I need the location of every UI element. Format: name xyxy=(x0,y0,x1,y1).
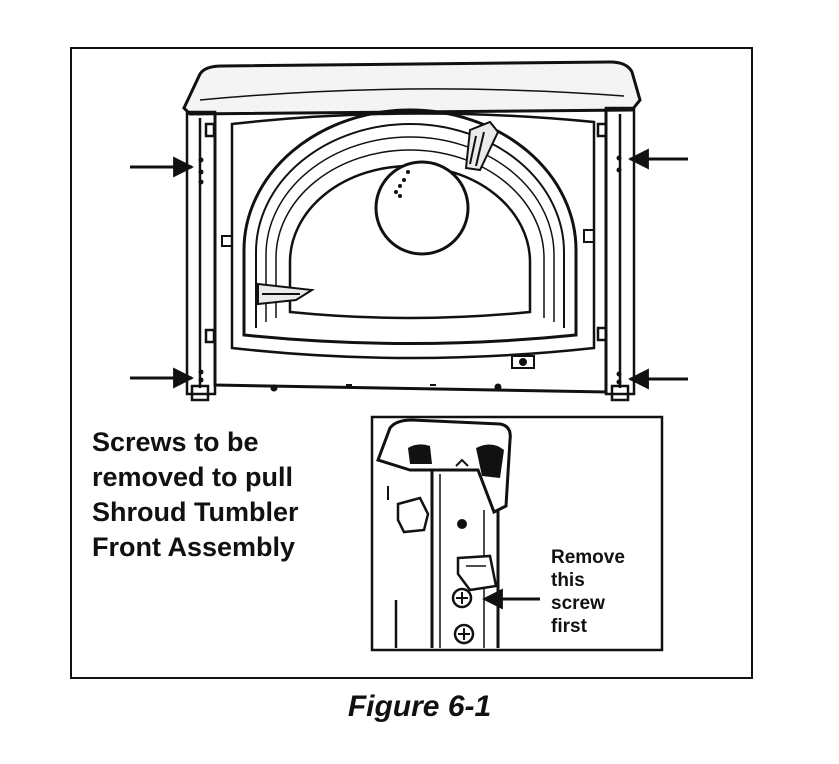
drum-rear-circle xyxy=(374,160,470,256)
left-side-rail xyxy=(185,110,217,402)
drum-rear-screws xyxy=(394,170,410,198)
drum-baffle-left xyxy=(257,282,315,306)
detail-inset xyxy=(370,415,664,652)
right-side-rail xyxy=(596,106,636,402)
rail-screw-holes xyxy=(198,155,622,385)
figure-label: Figure 6-1 xyxy=(347,690,492,723)
callout-line-3: screw xyxy=(551,593,605,614)
callout-line-2: this xyxy=(551,570,585,591)
caption-line-2: removed to pull xyxy=(92,462,294,492)
callout-line-1: Remove xyxy=(551,547,625,568)
screw-arrows xyxy=(130,148,688,390)
remove-screw-callout: Remove this screw first xyxy=(551,546,656,638)
screws-caption: Screws to be removed to pull Shroud Tumb… xyxy=(92,425,382,565)
caption-line-1: Screws to be xyxy=(92,427,259,457)
drum-baffle-top xyxy=(464,120,500,172)
callout-line-4: first xyxy=(551,616,587,637)
caption-line-4: Front Assembly xyxy=(92,532,296,562)
panel-fixtures xyxy=(221,229,595,392)
caption-line-3: Shroud Tumbler xyxy=(92,497,299,527)
dryer-top-panel xyxy=(182,60,642,116)
